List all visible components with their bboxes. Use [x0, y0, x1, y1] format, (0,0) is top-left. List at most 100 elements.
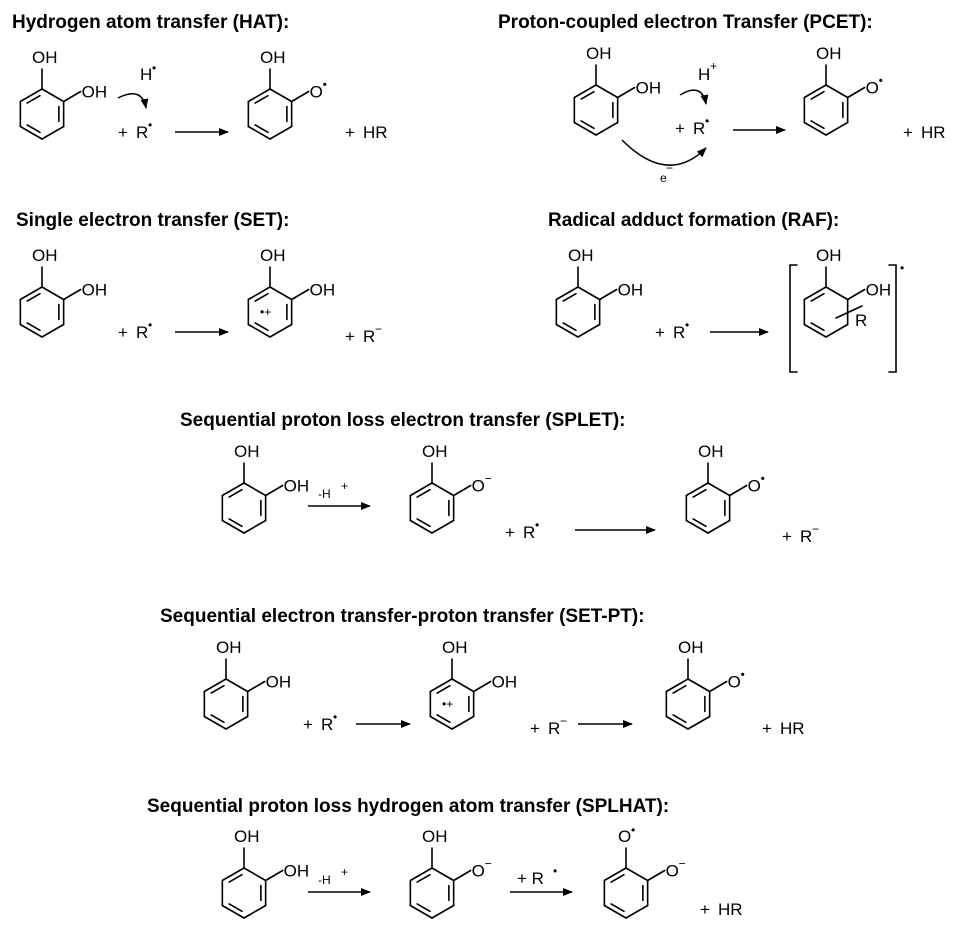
anion-charge: − — [375, 322, 382, 336]
double-bond — [416, 873, 431, 883]
plus-sign: + — [700, 900, 710, 919]
ring-bond — [243, 867, 267, 882]
ring-bond — [225, 715, 249, 730]
radical-cation-mark: •+ — [260, 305, 271, 319]
substituent-bond — [452, 869, 472, 882]
hydroxyl-label: OH — [442, 638, 468, 657]
ring-bond — [431, 482, 455, 497]
oxygen-label: O — [618, 827, 631, 846]
double-bond — [436, 684, 451, 694]
hydroxyl-label: OH — [284, 862, 310, 881]
radical-dot: • — [761, 472, 765, 486]
anion-charge: − — [485, 472, 492, 486]
plus-sign: + — [655, 323, 665, 342]
ring-bond — [429, 678, 453, 693]
double-bond — [810, 120, 825, 130]
ring-bond — [451, 678, 475, 693]
radical-r: R — [136, 123, 148, 142]
substituent-bond — [62, 90, 82, 103]
radical-r: R — [523, 523, 535, 542]
double-bond — [692, 518, 707, 528]
deprotonation-label: -H — [318, 487, 331, 501]
r-anion: R — [363, 327, 375, 346]
double-bond — [810, 90, 825, 100]
ring-bond — [225, 678, 249, 693]
oxygen-label: O — [472, 862, 485, 881]
ring-bond — [603, 904, 627, 919]
ring-bond — [247, 286, 271, 301]
double-bond — [672, 684, 687, 694]
ring-bond — [221, 904, 245, 919]
double-bond — [228, 518, 243, 528]
plus-sign: + — [118, 323, 128, 342]
ring-bond — [577, 286, 601, 301]
ring-bond — [687, 678, 711, 693]
ring-bond — [803, 323, 827, 338]
ring-bond — [665, 715, 689, 730]
ring-bond — [269, 88, 293, 103]
double-bond — [26, 322, 41, 332]
radical-dot: • — [741, 668, 745, 682]
double-bond — [416, 518, 431, 528]
ring-bond — [803, 286, 827, 301]
radical-dot: • — [323, 78, 327, 92]
ring-bond — [221, 519, 245, 534]
ring-bond — [41, 125, 65, 140]
ring-bond — [803, 84, 827, 99]
ring-bond — [431, 519, 455, 534]
hydroxyl-label: OH — [422, 827, 448, 846]
hydroxyl-label: OH — [816, 246, 842, 265]
ring-bond — [707, 519, 731, 534]
ring-bond — [409, 867, 433, 882]
radical-dot: • — [148, 118, 152, 132]
cation-charge: + — [710, 59, 717, 73]
ring-bond — [555, 286, 579, 301]
hydroxyl-label: OH — [234, 442, 260, 461]
ring-bond — [577, 323, 601, 338]
hydroxyl-label: OH — [492, 673, 518, 692]
ring-bond — [19, 286, 43, 301]
cation-charge: + — [341, 865, 348, 879]
double-bond — [580, 120, 595, 130]
hydroxyl-label: OH — [698, 442, 724, 461]
hr-label: HR — [780, 719, 805, 738]
double-bond — [810, 292, 825, 302]
ring-bond — [203, 715, 227, 730]
ring-bond — [269, 286, 293, 301]
oxygen-label: O — [310, 83, 323, 102]
r-anion: R — [800, 527, 812, 546]
hydroxyl-label: OH — [678, 638, 704, 657]
plus-sign: + — [345, 123, 355, 142]
double-bond — [692, 488, 707, 498]
radical-dot: • — [685, 318, 689, 332]
plus-sign: + — [530, 719, 540, 738]
radical-dot: • — [705, 114, 709, 128]
hydrogen-transfer-arrow — [117, 93, 149, 109]
plus-sign: + — [675, 119, 685, 138]
substituent-bond — [846, 288, 866, 301]
double-bond — [610, 873, 625, 883]
ring-bond — [221, 482, 245, 497]
ring-bond — [573, 121, 597, 136]
double-bond — [26, 124, 41, 134]
double-bond — [26, 292, 41, 302]
title-set: Single electron transfer (SET): — [16, 210, 289, 231]
hydroxyl-label: OH — [216, 638, 242, 657]
oxygen-label: O — [728, 673, 741, 692]
radical-cation-mark: •+ — [442, 697, 453, 711]
hr-label: HR — [921, 123, 946, 142]
hydroxyl-label: OH — [260, 48, 286, 67]
ring-bond — [825, 286, 849, 301]
hydrogen-label: H — [140, 65, 152, 84]
substituent-bond — [598, 288, 618, 301]
double-bond — [672, 714, 687, 724]
ring-bond — [825, 323, 849, 338]
double-bond — [580, 90, 595, 100]
hydroxyl-label: OH — [260, 246, 286, 265]
substituent-bond — [846, 86, 866, 99]
reactions-group: OHOHH•+R•OHO•+HROHOHH++R•e−OHO•+HROHOH+R… — [19, 44, 946, 919]
hydroxyl-label: OH — [422, 442, 448, 461]
hr-label: HR — [718, 900, 743, 919]
